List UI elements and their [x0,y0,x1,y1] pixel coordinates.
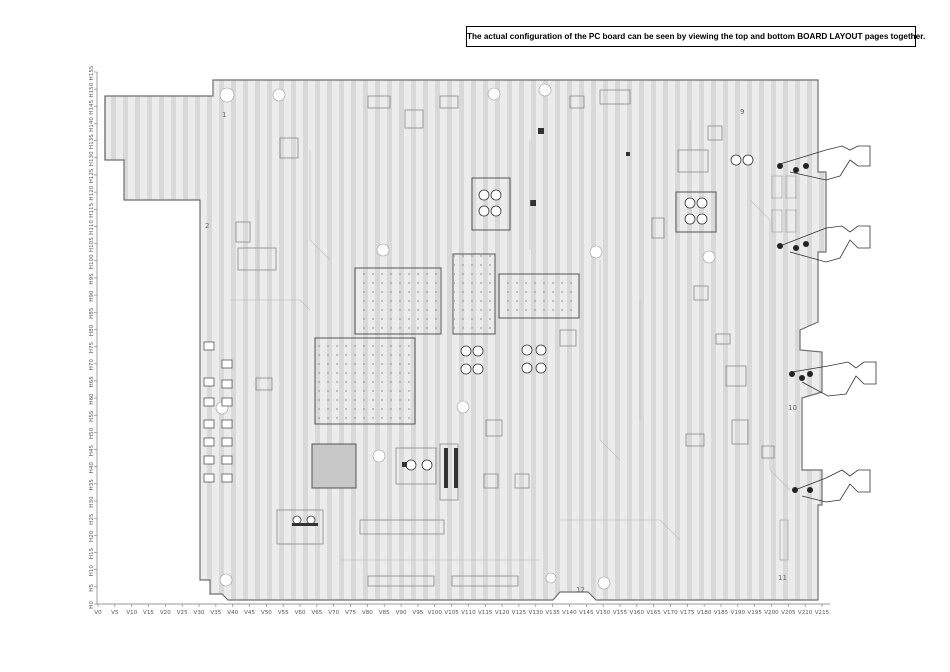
x-axis-label: V215 [815,610,830,616]
y-axis-label: H85 [89,307,95,319]
x-axis-label: V10 [126,610,137,616]
x-axis-label: V145 [579,610,594,616]
x-axis-label: V165 [646,610,661,616]
x-axis-label: V50 [261,610,272,616]
x-axis-label: V75 [345,610,356,616]
y-axis-label: H120 [89,185,95,200]
board-mark-10: 10 [788,404,797,412]
x-axis-label: V200 [764,610,779,616]
y-axis-label: H125 [89,168,95,183]
x-axis-label: V185 [714,610,729,616]
y-axis-label: H20 [89,530,95,542]
x-axis-label: V160 [630,610,645,616]
x-axis-label: V135 [545,610,560,616]
board-mark-9: 9 [740,108,744,116]
capacitors [292,154,754,525]
dark-detail-marks [292,128,630,526]
y-axis-labels: H0 H5 H10 H15 H20 H25 H30 H35 H40 H45 H50 H55 H60 H65… [89,65,97,609]
y-axis-label: H5 [89,584,95,592]
y-axis-label: H50 [89,427,95,439]
x-axis-label: V210 [798,610,813,616]
board-mark-1: 1 [222,111,226,119]
y-axis-label: H75 [89,341,95,353]
y-axis-label: H30 [89,496,95,508]
x-axis-label: V5 [111,610,119,616]
y-axis-label: H105 [89,237,95,252]
x-axis-label: V120 [495,610,510,616]
y-axis-label: H70 [89,359,95,371]
y-axis-label: H95 [89,273,95,285]
x-axis-label: V195 [747,610,762,616]
y-axis-label: H150 [89,82,95,97]
y-axis-label: H155 [89,65,95,80]
routing-traces [230,120,791,561]
jack-connectors [779,145,877,503]
x-axis-label: V180 [697,610,712,616]
x-axis-label: V70 [328,610,339,616]
y-axis-label: H115 [89,202,95,217]
y-axis-label: H40 [89,462,95,474]
y-axis-label: H35 [89,479,95,491]
board-mark-11: 11 [778,574,787,582]
x-axis-label: V205 [781,610,796,616]
pcb-board-outline [104,79,827,601]
y-axis-label: H110 [89,220,95,235]
x-axis-label: V40 [227,610,238,616]
mounting-holes [215,83,716,590]
x-axis-label: V35 [210,610,221,616]
x-axis-label: V150 [596,610,611,616]
x-axis-label: V85 [379,610,390,616]
y-axis-label: H15 [89,547,95,559]
y-axis-label: H145 [89,99,95,114]
y-axis-label: H25 [89,513,95,525]
shield-blocks [311,177,717,489]
y-axis-label: H65 [89,376,95,388]
x-axis-label: V125 [512,610,527,616]
x-axis-label: V130 [529,610,544,616]
y-axis-label: H45 [89,444,95,456]
y-axis-label: H130 [89,151,95,166]
x-axis-label: V95 [412,610,423,616]
x-axis-label: V175 [680,610,695,616]
y-axis-label: H100 [89,254,95,269]
x-axis-label: V105 [444,610,459,616]
component-clusters [203,341,233,483]
x-axis-label: V90 [396,610,407,616]
y-axis-label: H60 [89,393,95,405]
x-axis-label: V30 [194,610,205,616]
y-axis-label: H55 [89,410,95,422]
board-mark-12: 12 [576,586,585,594]
x-axis-label: V45 [244,610,255,616]
y-axis-label: H135 [89,134,95,149]
board-mark-2: 2 [205,222,209,230]
x-axis-label: V20 [160,610,171,616]
x-axis-label: V55 [278,610,289,616]
x-axis-label: V170 [663,610,678,616]
x-axis-label: V190 [731,610,746,616]
y-axis-label: H80 [89,324,95,336]
y-axis-label: H140 [89,117,95,132]
board-layout-notice: The actual configuration of the PC board… [466,26,925,47]
x-axis-label: V0 [94,610,102,616]
x-axis-label: V100 [427,610,442,616]
x-axis-label: V80 [362,610,373,616]
x-axis-label: V60 [295,610,306,616]
y-axis-label: H10 [89,565,95,577]
x-axis-label: V110 [461,610,476,616]
y-axis-label: H90 [89,290,95,302]
x-axis-label: V15 [143,610,154,616]
x-axis-labels: V0 V5 V10 V15 V20 V25 V30 V35 V40 V45 V50 V55 V60 V65… [94,604,830,616]
y-axis-label: H0 [89,601,95,609]
x-axis-label: V65 [311,610,322,616]
x-axis-label: V155 [613,610,628,616]
x-axis-label: V140 [562,610,577,616]
x-axis-label: V115 [478,610,493,616]
x-axis-label: V25 [177,610,188,616]
